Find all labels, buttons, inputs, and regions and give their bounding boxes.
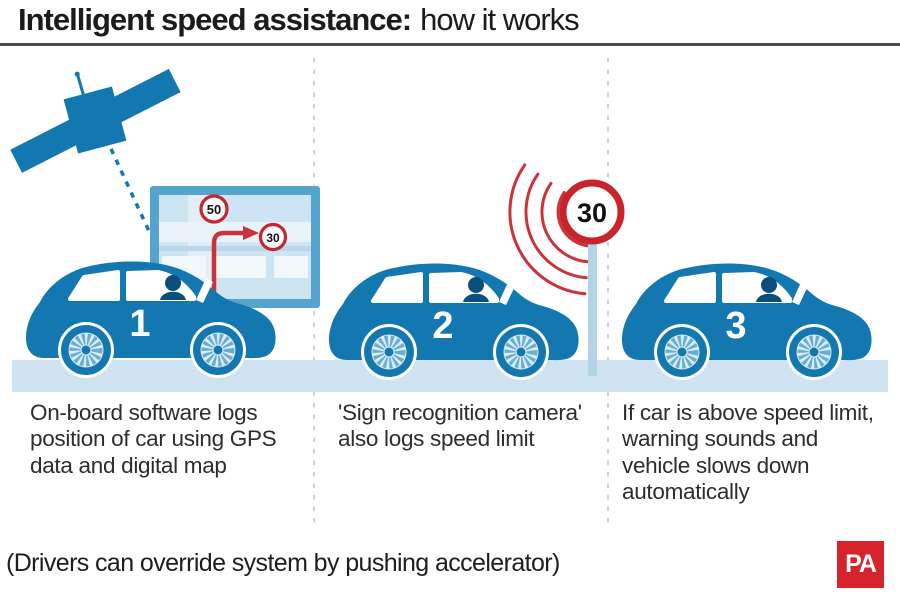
svg-text:30: 30 bbox=[266, 231, 280, 245]
route-arrow bbox=[211, 226, 259, 298]
title-divider-rule bbox=[0, 43, 900, 46]
map-speed-sign-50: 50 bbox=[199, 194, 229, 224]
panel-1-caption: On-board software logs position of car u… bbox=[30, 400, 277, 478]
svg-text:30: 30 bbox=[577, 198, 607, 228]
panel-2-caption: 'Sign recognition camera' also logs spee… bbox=[338, 400, 582, 452]
page-title-regular: how it works bbox=[420, 2, 580, 37]
satellite-icon bbox=[10, 68, 181, 173]
map-speed-sign-30: 30 bbox=[258, 222, 288, 252]
page-title-bold: Intelligent speed assistance: bbox=[18, 2, 412, 37]
road bbox=[12, 360, 888, 392]
car-1-number: 1 bbox=[129, 303, 150, 345]
car-3-number: 3 bbox=[725, 305, 746, 347]
sign-pole bbox=[588, 238, 597, 376]
override-note: (Drivers can override system by pushing … bbox=[6, 549, 560, 577]
speed-limit-sign: 30 bbox=[559, 179, 625, 376]
panel-3-caption: If car is above speed limit, warning sou… bbox=[622, 400, 874, 504]
pa-logo-text: PA bbox=[845, 550, 877, 578]
svg-text:50: 50 bbox=[207, 202, 221, 217]
page-title: Intelligent speed assistance:how it work… bbox=[18, 2, 580, 38]
car-2-number: 2 bbox=[432, 305, 453, 347]
pa-logo: PA bbox=[837, 541, 884, 588]
